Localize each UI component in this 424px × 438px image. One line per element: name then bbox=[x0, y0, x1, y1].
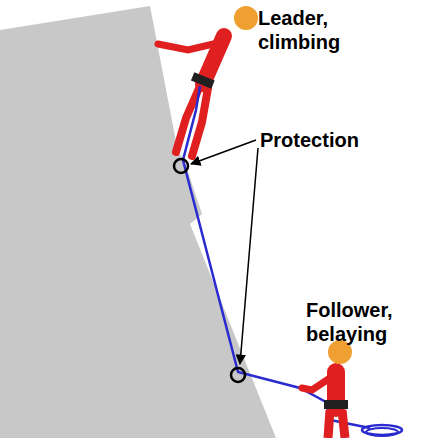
protection-point bbox=[231, 368, 245, 382]
rock-face bbox=[0, 6, 276, 438]
pointer-line bbox=[191, 140, 256, 164]
figure-label: Leader, climbing bbox=[258, 6, 358, 54]
follower-figure bbox=[302, 340, 352, 438]
figure-label: Protection bbox=[260, 128, 410, 152]
leader-figure bbox=[158, 6, 258, 156]
pointer-line bbox=[240, 148, 258, 364]
rope-coil bbox=[362, 425, 402, 435]
figure-label: Follower, belaying bbox=[306, 298, 410, 346]
rope-coil bbox=[366, 428, 398, 436]
protection-point bbox=[174, 159, 188, 173]
